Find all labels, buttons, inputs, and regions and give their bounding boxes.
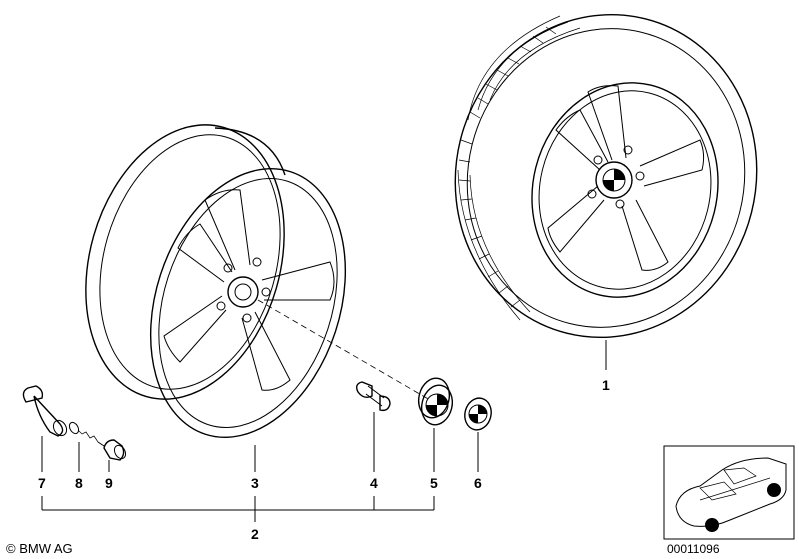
callout-7: 7 bbox=[38, 475, 46, 491]
callout-8: 8 bbox=[75, 475, 83, 491]
vehicle-location-inset: 00011096 bbox=[663, 445, 795, 556]
hub-cap bbox=[417, 377, 454, 472]
callout-1: 1 bbox=[602, 377, 610, 393]
complete-wheel-tire bbox=[454, 13, 758, 370]
callout-6: 6 bbox=[474, 475, 482, 491]
callout-2: 2 bbox=[251, 526, 259, 542]
valve-cap bbox=[103, 439, 127, 472]
copyright-notice: © BMW AG bbox=[6, 541, 73, 556]
emblem bbox=[464, 397, 492, 472]
valve bbox=[22, 385, 68, 472]
valve-insert bbox=[68, 421, 105, 472]
wheel-bolt bbox=[355, 381, 391, 472]
callout-4: 4 bbox=[370, 475, 378, 491]
callout-5: 5 bbox=[430, 475, 438, 491]
callout-3: 3 bbox=[251, 475, 259, 491]
callout-9: 9 bbox=[105, 475, 113, 491]
group-bracket bbox=[41, 496, 435, 522]
light-alloy-rim bbox=[85, 124, 431, 472]
drawing-reference-number: 00011096 bbox=[667, 542, 720, 556]
